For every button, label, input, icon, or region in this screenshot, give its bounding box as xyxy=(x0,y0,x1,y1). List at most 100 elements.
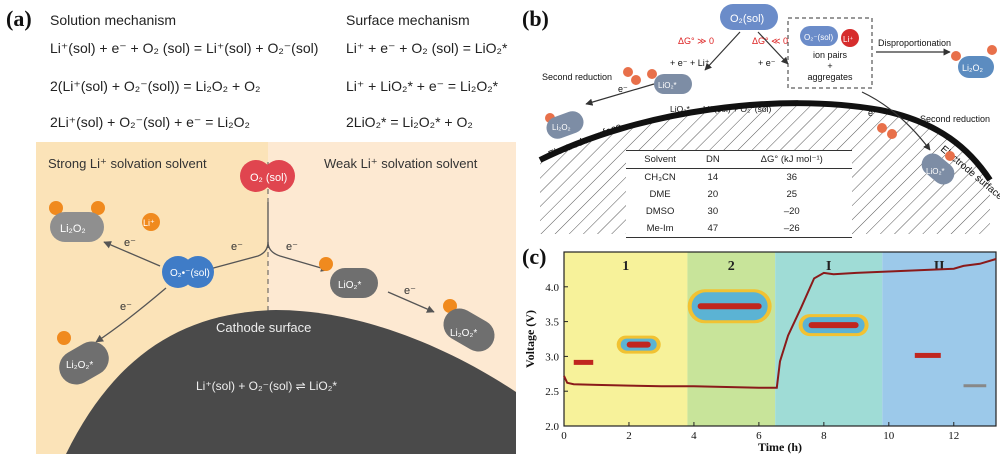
second-reduction-right-label: Second reduction xyxy=(920,114,990,124)
second-reduction-right-arrow xyxy=(861,91,931,151)
region-4 xyxy=(882,252,996,426)
li2o2-disprop-molecule: Li₂O₂ xyxy=(951,45,997,78)
step-right-label: + e⁻ xyxy=(758,58,776,68)
region-label-3: I xyxy=(826,259,831,274)
x-tick-label: 0 xyxy=(561,430,567,442)
svg-text:Li⁺: Li⁺ xyxy=(843,35,853,44)
svg-text:Li⁺: Li⁺ xyxy=(143,218,155,228)
ion-pair-box xyxy=(787,17,873,89)
li2o2-right-molecule: LiO₂* xyxy=(921,151,955,185)
svg-text:Li₂O₂*: Li₂O₂* xyxy=(450,328,477,339)
y-tick-label: 2.0 xyxy=(545,421,559,433)
arrow-to-li2o2-star-left xyxy=(95,287,167,343)
table-cell: 20 xyxy=(707,189,719,200)
second-reduction-left-label: Second reduction xyxy=(542,72,612,82)
electron-b-1: e⁻ xyxy=(618,84,628,94)
y-tick-label: 3.0 xyxy=(545,351,559,363)
li-dot-b-2 xyxy=(631,75,641,85)
weak-solvation-label: Weak Li⁺ solvation solvent xyxy=(324,156,478,171)
micelle-inset-1 xyxy=(616,335,661,354)
table-header-dg: ΔG° (kJ mol⁻¹) xyxy=(760,154,823,165)
panel-a-diagram: Strong Li⁺ solvation solvent Weak Li⁺ so… xyxy=(36,142,516,454)
voltage-curve xyxy=(563,258,997,389)
region-label-2: 2 xyxy=(728,259,735,274)
table-cell: 14 xyxy=(707,172,719,183)
superoxide-molecule: O₂•⁻(sol) xyxy=(162,256,214,288)
micelle-inset-3 xyxy=(798,314,869,337)
svg-text:O₂⁻(sol): O₂⁻(sol) xyxy=(804,33,833,42)
table-header-solvent: Solvent xyxy=(644,154,676,165)
table-cell: –26 xyxy=(783,223,800,234)
x-tick-label: 6 xyxy=(756,430,762,442)
box-line-2: + xyxy=(827,61,832,71)
table-cell: DMSO xyxy=(645,206,675,217)
step-left-label: + e⁻ + Li⁺ xyxy=(670,58,710,68)
cathode-surface xyxy=(66,310,516,454)
svg-text:Li₂O₂: Li₂O₂ xyxy=(552,123,571,132)
svg-text:O₂ (sol): O₂ (sol) xyxy=(250,172,287,184)
panel-a-label: (a) xyxy=(6,6,32,31)
table-cell: 47 xyxy=(707,223,719,234)
table-cell: DME xyxy=(649,189,671,200)
x-axis-label: Time (h) xyxy=(758,440,802,454)
strong-solvation-label: Strong Li⁺ solvation solvent xyxy=(48,156,207,171)
li-ion: Li⁺ xyxy=(142,213,160,231)
li-dot-b-4 xyxy=(887,129,897,139)
svg-text:Li₂O₂: Li₂O₂ xyxy=(60,223,86,235)
equilibrium-equation: Li⁺(sol) + O₂⁻(sol) ⇌ LiO₂* xyxy=(196,379,337,393)
table-cell: 25 xyxy=(786,189,798,200)
solution-eq-1: Li⁺(sol) + e⁻ + O₂ (sol) = Li⁺(sol) + O₂… xyxy=(50,40,319,56)
marker-region-4 xyxy=(963,384,987,388)
svg-text:LiO₂*: LiO₂* xyxy=(658,81,677,90)
disproportionation-label: Disproportionation xyxy=(878,38,951,48)
y-tick-label: 4.0 xyxy=(545,282,559,294)
lio2-b-molecule: LiO₂* xyxy=(647,69,692,94)
box-line-1: ion pairs xyxy=(813,50,848,60)
li-dot-b-3 xyxy=(877,123,887,133)
li2o2-star-left: Li₂O₂* xyxy=(57,331,109,385)
x-tick-label: 12 xyxy=(948,430,959,442)
cathode-label: Cathode surface xyxy=(216,320,311,335)
table-cell: CH₃CN xyxy=(644,172,676,183)
surface-eq-2: Li⁺ + LiO₂* + e⁻ = Li₂O₂* xyxy=(346,78,499,94)
o2-sol-molecule: O₂(sol) xyxy=(720,4,778,30)
svg-text:LiO₂*: LiO₂* xyxy=(926,167,945,176)
marker-region-3 xyxy=(914,352,941,358)
second-reduction-left-arrow xyxy=(585,83,655,106)
electron-b-2: e⁻ xyxy=(868,108,878,118)
surface-mechanism-header: Surface mechanism xyxy=(346,12,470,28)
arrow-right-path xyxy=(757,31,789,65)
table-cell: 36 xyxy=(786,172,798,183)
solution-eq-2: 2(Li⁺(sol) + O₂⁻(sol)) = Li₂O₂ + O₂ xyxy=(50,78,261,94)
x-tick-label: 2 xyxy=(626,430,632,442)
svg-text:Li₂O₂*: Li₂O₂* xyxy=(66,360,93,371)
micelle-inset-2 xyxy=(687,289,772,324)
box-line-3: aggregates xyxy=(807,72,853,82)
lio2-surface-molecule: LiO₂* xyxy=(319,257,378,298)
svg-text:O₂(sol): O₂(sol) xyxy=(730,13,764,25)
o2minus-box-molecule: O₂⁻(sol) xyxy=(800,26,838,46)
table-cell: –20 xyxy=(783,206,800,217)
region-label-1: 1 xyxy=(622,259,629,274)
electron-label-3: e⁻ xyxy=(124,237,136,249)
electron-label-5: e⁻ xyxy=(404,285,416,297)
electron-label-4: e⁻ xyxy=(120,301,132,313)
table-row: DME 20 25 xyxy=(626,186,852,203)
li2o2-left-molecule: Li₂O₂ xyxy=(545,111,584,139)
plot-frame xyxy=(563,251,997,427)
electron-label-2: e⁻ xyxy=(286,241,298,253)
li2o2-star-right: Li₂O₂* xyxy=(443,299,495,352)
dg-negative: ΔG° ≪ 0 xyxy=(752,36,788,46)
li2o2-solution-molecule: Li₂O₂ xyxy=(49,201,105,242)
y-tick-label: 2.5 xyxy=(545,386,559,398)
region-2 xyxy=(687,252,776,426)
marker-region-1 xyxy=(573,359,594,365)
arrow-to-lio2 xyxy=(267,241,329,272)
table-header-dn: DN xyxy=(705,154,720,165)
solution-mechanism-header: Solution mechanism xyxy=(50,12,177,28)
panel-b-label: (b) xyxy=(522,6,549,31)
x-tick-label: 4 xyxy=(691,430,697,442)
